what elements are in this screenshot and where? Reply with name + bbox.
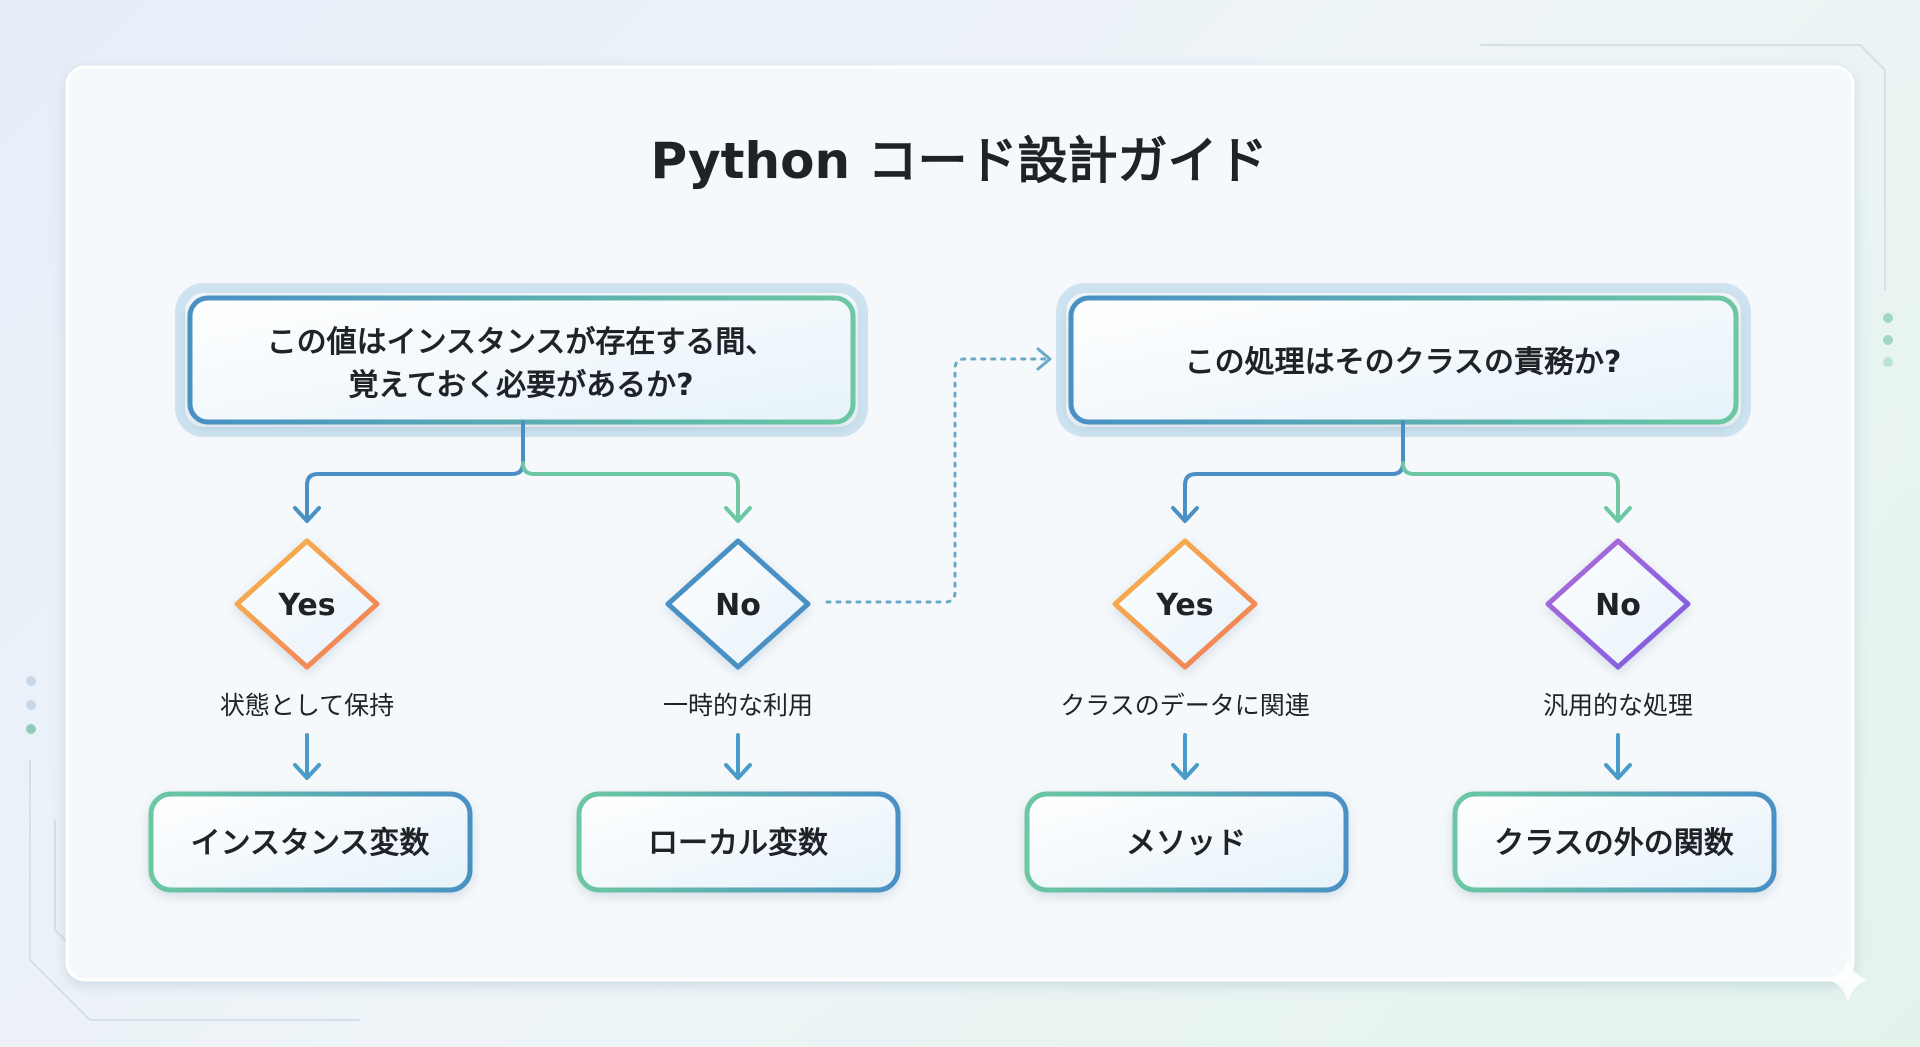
card-panel (65, 65, 1855, 982)
sparkle-icon (1828, 958, 1868, 1002)
question-left-line2: 覚えておく必要があるか? (348, 368, 693, 403)
question-right: この処理はそのクラスの責務か? (1185, 345, 1622, 380)
page-title: Python コード設計ガイド (650, 132, 1267, 190)
result-label: インスタンス変数 (191, 826, 431, 861)
result-instance-variable: インスタンス変数 (148, 791, 473, 893)
question-left-line1: この値はインスタンスが存在する間、 (267, 325, 776, 360)
decision-label: No (715, 588, 761, 623)
decision-no-right: No (1545, 538, 1691, 670)
question-box-left: この値はインスタンスが存在する間、 覚えておく必要があるか? (175, 283, 868, 437)
description-yes-left: 状態として保持 (220, 691, 394, 720)
description-yes-right: クラスのデータに関連 (1060, 691, 1310, 720)
decision-no-left: No (665, 538, 811, 670)
result-label: クラスの外の関数 (1494, 826, 1734, 861)
description-no-left: 一時的な利用 (663, 691, 813, 720)
decision-label: Yes (1155, 588, 1213, 623)
decision-yes-right: Yes (1112, 538, 1258, 670)
decision-yes-left: Yes (234, 538, 380, 670)
decision-label: No (1595, 588, 1641, 623)
description-no-right: 汎用的な処理 (1543, 691, 1693, 720)
result-label: ローカル変数 (648, 826, 829, 861)
question-box-right: この処理はそのクラスの責務か? (1056, 283, 1751, 437)
decoration-dots (26, 313, 1893, 734)
result-local-variable: ローカル変数 (576, 791, 901, 893)
result-label: メソッド (1126, 826, 1246, 861)
down-arrows (293, 733, 1632, 780)
result-method: メソッド (1024, 791, 1349, 893)
decision-label: Yes (277, 588, 335, 623)
result-external-function: クラスの外の関数 (1452, 791, 1777, 893)
branch-connectors (293, 347, 1632, 604)
